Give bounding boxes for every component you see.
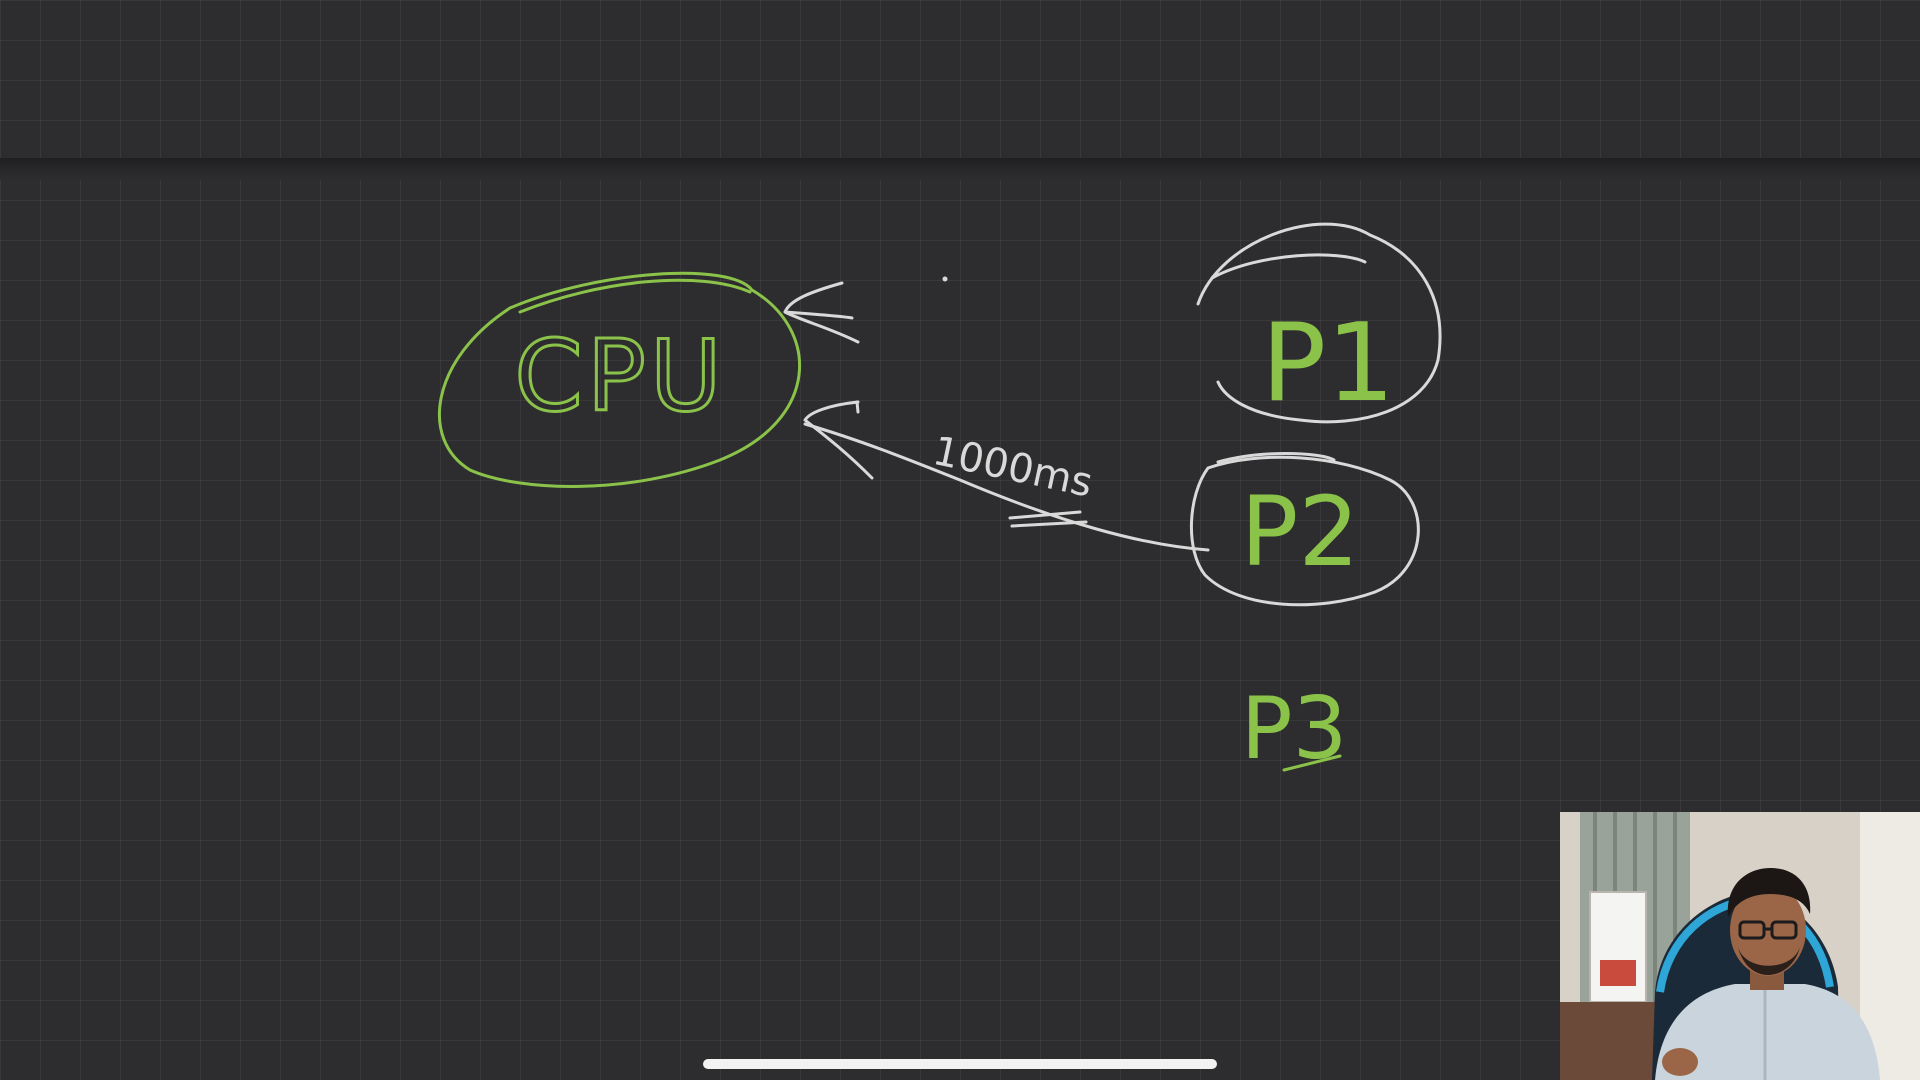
p2-node xyxy=(1189,452,1420,607)
p3-underline xyxy=(1282,754,1342,772)
pen-dot xyxy=(942,276,948,282)
cpu-ellipse-overstroke xyxy=(518,278,752,314)
time-slice-label: 1000ms xyxy=(929,428,1097,507)
cpu-node xyxy=(438,271,801,488)
cpu-ellipse xyxy=(438,271,801,488)
home-indicator[interactable] xyxy=(703,1059,1217,1069)
cpu-label: CPU xyxy=(514,320,725,434)
arrow-p2-to-cpu xyxy=(803,422,1210,552)
queue-marks xyxy=(783,281,874,480)
p1-node xyxy=(1196,222,1442,424)
p3-label: P3 xyxy=(1241,679,1348,779)
p1-label: P1 xyxy=(1261,301,1395,426)
page-divider xyxy=(0,158,1920,180)
presenter-video-icon xyxy=(1560,812,1920,1080)
p2-label: P2 xyxy=(1241,476,1360,588)
webcam-overlay xyxy=(1560,812,1920,1080)
